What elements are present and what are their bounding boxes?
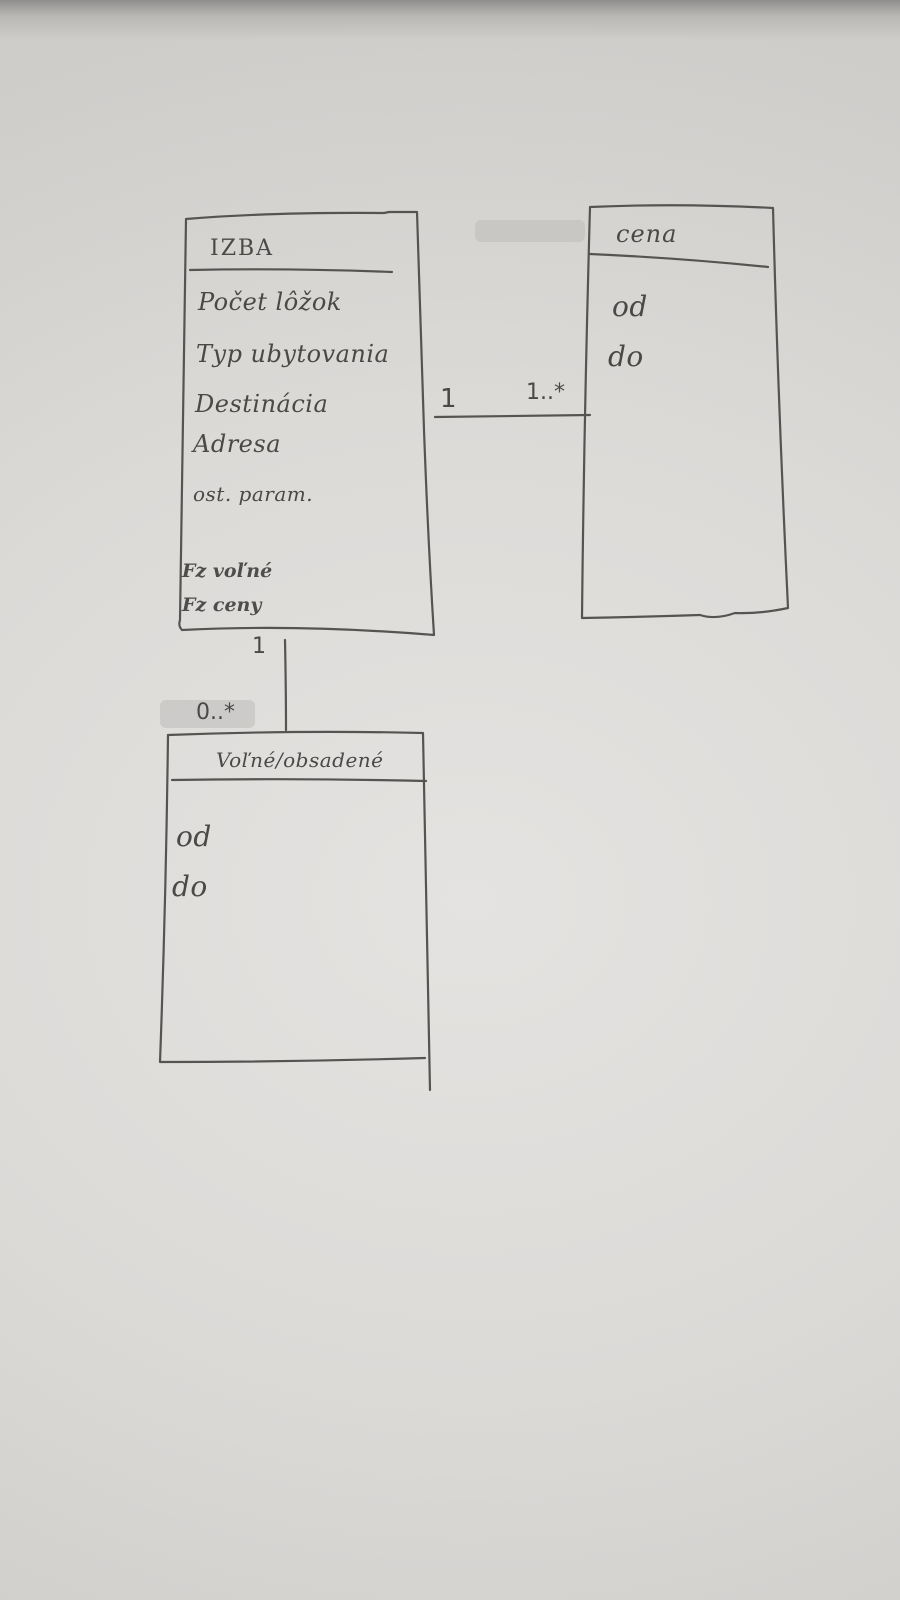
cena-attribute: do <box>608 340 644 373</box>
eraser-smudge-left <box>160 700 255 728</box>
izba-cena-target-multiplicity: 1..* <box>526 380 565 405</box>
izba-class-name: IZBA <box>210 236 275 261</box>
izba-attribute: ost. param. <box>193 482 314 506</box>
volne-attribute: do <box>172 870 208 903</box>
izba-attribute: Destinácia <box>195 390 329 418</box>
izba-volne-association-line <box>283 638 288 732</box>
volne-class-name: Voľné/obsadené <box>216 748 384 772</box>
volne-box-outline <box>166 730 432 1092</box>
cena-class-name: cena <box>616 220 678 248</box>
izba-box-outline <box>178 210 436 637</box>
izba-attribute: Počet lôžok <box>198 288 342 316</box>
izba-volne-source-multiplicity: 1 <box>252 634 266 659</box>
izba-attribute: Typ ubytovania <box>196 340 390 368</box>
volne-attribute: od <box>176 820 212 853</box>
izba-operation: Fz voľné <box>182 560 273 582</box>
izba-volne-target-multiplicity: 0..* <box>196 700 235 725</box>
cena-attribute: od <box>612 290 648 323</box>
izba-header-divider <box>188 268 394 274</box>
izba-attribute: Adresa <box>193 430 281 458</box>
eraser-smudge-top <box>475 220 585 242</box>
izba-cena-source-multiplicity: 1 <box>440 384 457 414</box>
volne-header-divider <box>170 778 428 783</box>
cena-box-outline <box>580 204 790 620</box>
izba-operation: Fz ceny <box>182 594 262 616</box>
cena-header-divider <box>588 252 770 269</box>
izba-cena-association-line <box>433 413 592 419</box>
volne-box-left <box>158 733 427 1064</box>
